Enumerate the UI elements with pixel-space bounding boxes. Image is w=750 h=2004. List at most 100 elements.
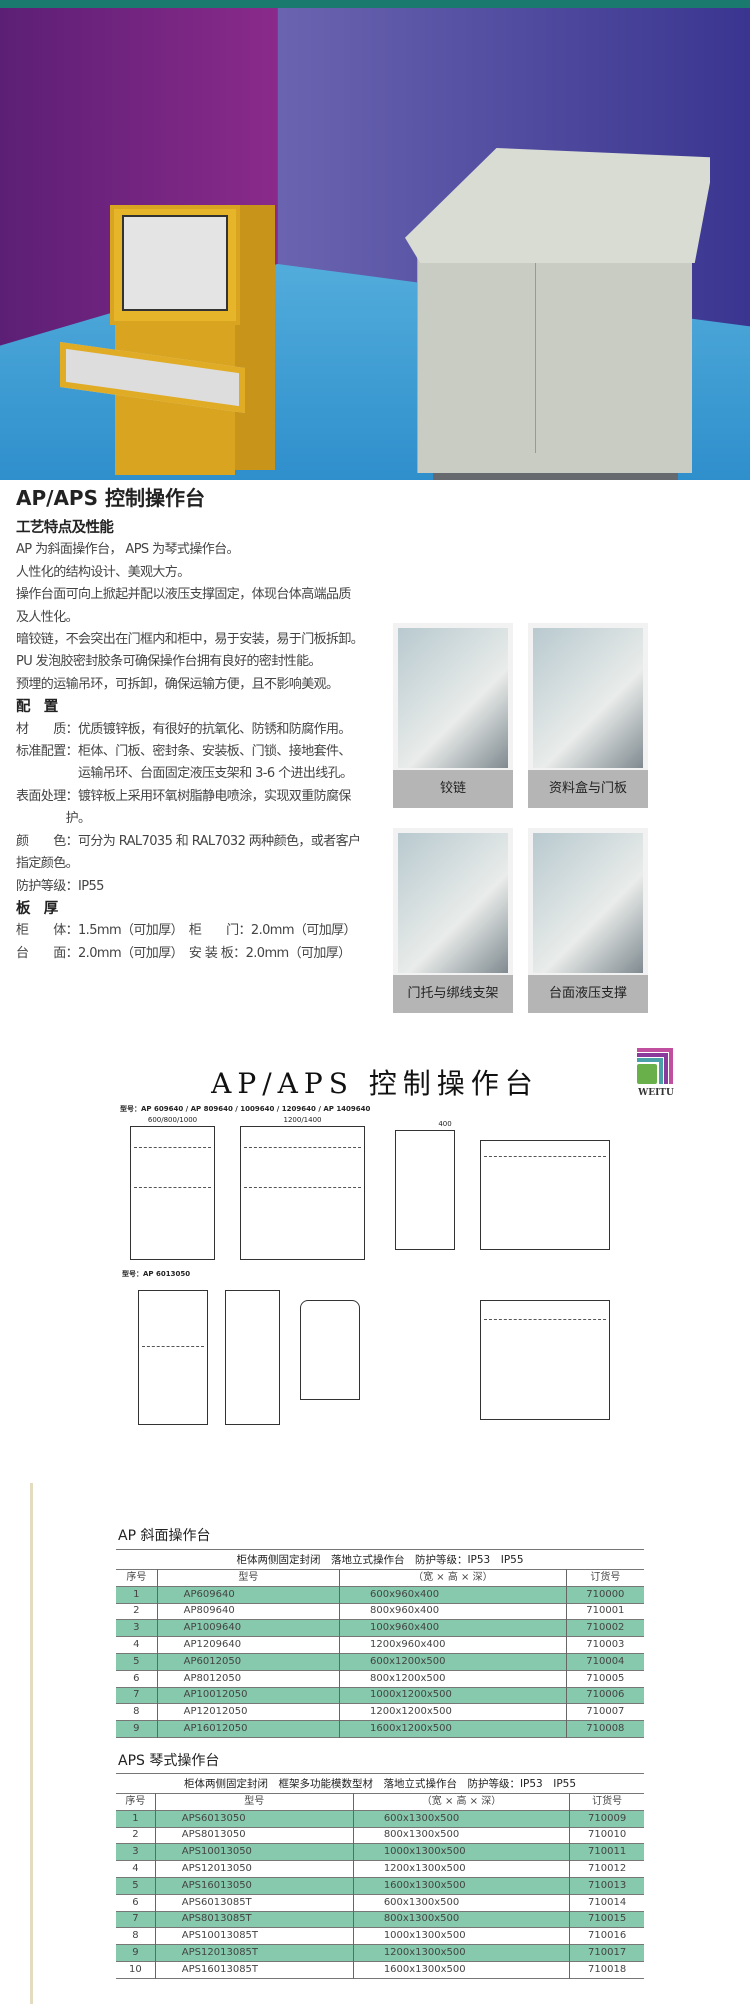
row-index: 3 [116,1843,156,1861]
model-number: AP1209640 [156,1636,340,1654]
config-line: 运输吊环、台面固定液压支架和 3-6 个进出线孔。 [16,766,353,782]
row-index: 10 [129,1963,142,1975]
photo-document-box: 资料盒与门板 [528,623,648,808]
order-number: 710001 [565,1603,644,1620]
photo-hydraulic-support: 台面液压支撑 [528,828,648,1013]
model-number: AP1009640 [156,1619,340,1637]
model-number: AP8012050 [156,1670,340,1688]
dimensions: 1600x1200x500 [339,1720,567,1738]
order-number: 710008 [565,1720,644,1738]
order-number: 710016 [569,1927,644,1945]
model-number: APS12013085T [154,1944,354,1962]
dimension-label-width-large: 1200/1400 [283,1116,322,1124]
row-index: 1 [116,1586,158,1604]
model-number: AP809640 [156,1603,340,1620]
thickness-line: 柜 体：1.5mm（可加厚） 柜 门：2.0mm（可加厚） [16,923,357,939]
table1-title: AP 斜面操作台 [118,1528,211,1544]
drawing-model-note: 型号：AP 609640 / AP 809640 / 1009640 / 120… [120,1105,371,1113]
drawing-aps-side [225,1290,280,1425]
drawing-top-view [480,1140,610,1250]
table-aps-models: 柜体两侧固定封闭 框架多功能模数型材 落地立式操作台 防护等级：IP53 IP5… [116,1773,644,1979]
order-number: 710006 [565,1687,644,1704]
decorative-divider [30,1483,33,2004]
dimensions: 800x1200x500 [339,1670,567,1688]
dimensions: 600x1200x500 [339,1653,567,1671]
dimensions: 1000x1200x500 [339,1687,567,1704]
photo-door-bracket: 门托与绑线支架 [393,828,513,1013]
dimensions: 800x960x400 [339,1603,567,1620]
col-header: 序号 [126,1571,147,1583]
feature-line: 操作台面可向上掀起并配以液压支撑固定，体现台体高端品质 [16,587,351,603]
dimension-label-width-small: 600/800/1000 [147,1116,198,1124]
row-index: 7 [116,1687,158,1704]
features-heading: 工艺特点及性能 [16,520,114,536]
drawing-aps-profile [300,1300,360,1400]
model-number: APS12013050 [154,1860,354,1878]
model-number: AP16012050 [156,1720,340,1738]
order-number: 710010 [569,1827,644,1844]
order-number: 710000 [565,1586,644,1604]
row-index: 8 [133,1706,140,1718]
photo-caption: 资料盒与门板 [528,770,648,808]
config-heading: 配 置 [16,699,58,716]
drawing-front-view-wide [240,1126,365,1260]
row-index: 1 [116,1810,156,1828]
dimensions: 800x1300x500 [352,1827,570,1844]
col-header: 序号 [125,1795,146,1807]
feature-line: AP 为斜面操作台， APS 为琴式操作台。 [16,542,240,558]
table-ap-models: 柜体两侧固定封闭 落地立式操作台 防护等级：IP53 IP55 序号型号（宽 ×… [116,1549,644,1738]
yellow-console-illustration [60,205,290,475]
row-index: 6 [132,1896,139,1908]
config-line: 防护等级：IP55 [16,878,104,894]
model-number: AP609640 [156,1586,340,1604]
config-line: 材 质：优质镀锌板，有很好的抗氧化、防锈和防腐作用。 [16,721,351,737]
features-section: 工艺特点及性能 AP 为斜面操作台， APS 为琴式操作台。 人性化的结构设计、… [16,517,388,965]
dimensions: 800x1300x500 [352,1911,570,1928]
order-number: 710009 [569,1810,644,1828]
drawing-aps-top [480,1300,610,1420]
drawing-aps-front [138,1290,208,1425]
drawing-model-note-2: 型号：AP 6013050 [122,1270,191,1278]
col-header: 订货号 [565,1569,644,1587]
row-index: 5 [116,1653,158,1671]
dimensions: 1000x1300x500 [352,1927,570,1945]
col-header: （宽 × 高 × 深） [339,1569,567,1587]
feature-line: 及人性化。 [16,609,79,625]
photo-hinge: 铰链 [393,623,513,808]
logo-text: WEITU [638,1088,674,1098]
model-number: APS10013050 [154,1843,354,1861]
dimensions: 1000x1300x500 [352,1843,570,1861]
order-number: 710018 [569,1961,644,1979]
dimensions: 1200x1300x500 [352,1944,570,1962]
config-line: 颜 色：可分为 RAL7035 和 RAL7032 两种颜色，或者客户 [16,833,361,849]
model-number: APS6013050 [154,1810,354,1828]
thickness-line: 台 面：2.0mm（可加厚） 安 装 板：2.0mm（可加厚） [16,945,351,961]
model-number: AP10012050 [156,1687,340,1704]
model-number: APS16013050 [154,1877,354,1895]
config-line: 表面处理：镀锌板上采用环氧树脂静电喷涂，实现双重防腐保 [16,788,351,804]
feature-line: 人性化的结构设计、美观大方。 [16,564,190,580]
thickness-heading: 板 厚 [16,900,58,917]
dimensions: 1200x1200x500 [339,1703,567,1721]
row-index: 2 [132,1829,139,1841]
order-number: 710017 [569,1944,644,1962]
order-number: 710002 [565,1619,644,1637]
col-header: 型号 [154,1793,354,1811]
order-number: 710004 [565,1653,644,1671]
col-header: 订货号 [569,1793,644,1811]
row-index: 4 [132,1863,139,1875]
col-header: 型号 [156,1569,340,1587]
row-index: 8 [132,1930,139,1942]
